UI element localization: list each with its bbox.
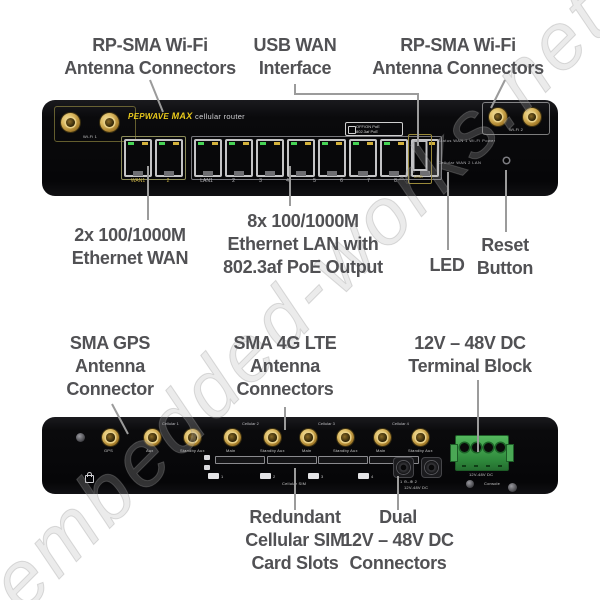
cellular-antenna-connector-icon xyxy=(374,429,391,446)
cellular-group-label: Cellular 2 xyxy=(242,421,259,426)
dc-jack-1[interactable] xyxy=(394,458,413,477)
lan-port-labels: LAN1 2 3 4 5 6 7 8 xyxy=(200,178,397,184)
wifi2-label: Wi-Fi 2 xyxy=(509,127,524,132)
sim-indicator-icon xyxy=(204,455,210,460)
lan-port-6[interactable] xyxy=(349,139,377,177)
usb-wan-port[interactable]: USB xyxy=(408,134,432,184)
screw-icon xyxy=(76,433,85,442)
callout-dc-connectors: Dual 12V – 48V DC Connectors xyxy=(342,507,454,574)
usb-label: USB xyxy=(414,174,423,179)
cellular-antenna-connector-icon xyxy=(224,429,241,446)
front-panel: Wi-Fi 1 PEPWAVE MAX cellular router WAN1… xyxy=(42,100,558,196)
wifi2-antenna-connector-icon xyxy=(523,108,541,126)
dc-terminal-block[interactable] xyxy=(450,435,514,471)
cellular-antenna-connector-icon xyxy=(300,429,317,446)
sim-eject-button-4[interactable] xyxy=(358,473,369,479)
line-gps xyxy=(111,403,129,435)
wifi2-antenna-connector-icon xyxy=(489,108,507,126)
wifi1-antenna-connector-icon xyxy=(61,113,80,132)
connector-label: Standby Aux xyxy=(408,448,433,453)
callout-terminal-block: 12V – 48V DC Terminal Block xyxy=(408,333,532,377)
sim-indicator-icon xyxy=(204,465,210,470)
sim-section-label: Cellular SIM xyxy=(282,481,307,486)
dc-jack-2[interactable] xyxy=(422,458,441,477)
lan-port-4[interactable] xyxy=(287,139,315,177)
lan-port-group xyxy=(191,136,442,180)
usb-slot-icon xyxy=(412,140,428,171)
sim-eject-button-1[interactable] xyxy=(208,473,219,479)
callout-usb-wan: USB WAN Interface xyxy=(253,35,337,79)
wan-port-2[interactable] xyxy=(155,139,183,177)
lan-port-3[interactable] xyxy=(256,139,284,177)
connector-label: Main xyxy=(226,448,236,453)
cellular-group-label: Cellular 3 xyxy=(318,421,335,426)
brand-logo: PEPWAVE MAX cellular router xyxy=(128,111,245,121)
callout-gps: SMA GPS Antenna Connector xyxy=(66,333,154,400)
brand-pepwave: PEPWAVE xyxy=(128,112,170,121)
wifi2-antenna-box: Wi-Fi 2 xyxy=(482,102,550,135)
sim-slot-1[interactable] xyxy=(215,456,265,464)
led-row-2: Cellular WAN 2 LAN xyxy=(438,160,482,165)
connector-label: Standby Aux xyxy=(333,448,358,453)
wifi1-label: Wi-Fi 1 xyxy=(83,134,98,139)
callout-sim-slots: Redundant Cellular SIM Card Slots xyxy=(245,507,345,574)
reset-pinhole[interactable] xyxy=(504,158,509,163)
brand-product: cellular router xyxy=(195,112,245,121)
dc-label: 12V-48V DC xyxy=(404,485,429,490)
callout-wifi-left: RP-SMA Wi-Fi Antenna Connectors xyxy=(64,35,236,79)
cellular-antenna-connector-icon xyxy=(144,429,161,446)
connector-label: Main xyxy=(376,448,386,453)
line-wifi-right xyxy=(490,79,506,109)
sim-slot-3[interactable] xyxy=(318,456,368,464)
wan-port-group xyxy=(121,136,186,180)
connector-label: GPS xyxy=(104,448,114,453)
lan-port-5[interactable] xyxy=(318,139,346,177)
back-panel: GPS Aux Standby Aux Main Standby Aux Mai… xyxy=(42,417,558,494)
sim-number: 4 xyxy=(371,474,374,479)
cellular-antenna-connector-icon xyxy=(412,429,429,446)
callout-ethernet-lan: 8x 100/1000M Ethernet LAN with 802.3af P… xyxy=(223,211,383,278)
dc-jack-label: 1 ⊖–⊕ 2 xyxy=(400,479,417,484)
terminal-block-label: 12V-48V DC xyxy=(469,472,494,477)
lan-port-7[interactable] xyxy=(380,139,408,177)
console-label: Console xyxy=(484,481,501,486)
lan-port-1[interactable] xyxy=(194,139,222,177)
wan-port-labels: WAN1 2 xyxy=(130,178,170,184)
connector-label: Main xyxy=(302,448,312,453)
brand-max: MAX xyxy=(171,111,193,121)
connector-label: Aux xyxy=(146,448,154,453)
callout-ethernet-wan: 2x 100/1000M Ethernet WAN xyxy=(71,225,189,269)
connector-label: Standby Aux xyxy=(260,448,285,453)
callout-reset: Reset Button xyxy=(476,235,534,279)
wifi1-antenna-box: Wi-Fi 1 xyxy=(54,106,136,142)
connector-label: Standby Aux xyxy=(180,448,205,453)
cellular-group-label: Cellular 1 xyxy=(162,421,179,426)
callout-wifi-right: RP-SMA Wi-Fi Antenna Connectors xyxy=(372,35,544,79)
screw-icon xyxy=(508,483,517,492)
poe-badge: OFF/ON PoE 802.3af PoE xyxy=(345,122,403,136)
sim-number: 3 xyxy=(321,474,324,479)
cellular-antenna-connector-icon xyxy=(337,429,354,446)
screw-icon xyxy=(466,480,474,488)
line-usb xyxy=(294,84,419,146)
callout-lte: SMA 4G LTE Antenna Connectors xyxy=(233,333,337,400)
sim-number: 1 xyxy=(221,474,224,479)
wifi1-antenna-connector-icon xyxy=(100,113,119,132)
led-row-1: Status WAN 1 Wi-Fi Power xyxy=(438,138,496,143)
cellular-antenna-connector-icon xyxy=(184,429,201,446)
sim-slot-2[interactable] xyxy=(267,456,317,464)
cellular-group-label: Cellular 4 xyxy=(392,421,409,426)
line-wifi-left xyxy=(149,79,164,113)
sim-eject-button-3[interactable] xyxy=(308,473,319,479)
sim-eject-button-2[interactable] xyxy=(260,473,271,479)
cellular-antenna-connector-icon xyxy=(264,429,281,446)
gps-antenna-connector-icon xyxy=(102,429,119,446)
kensington-lock-icon xyxy=(85,472,94,483)
callout-led: LED xyxy=(429,255,465,275)
sim-number: 2 xyxy=(273,474,276,479)
lan-port-2[interactable] xyxy=(225,139,253,177)
